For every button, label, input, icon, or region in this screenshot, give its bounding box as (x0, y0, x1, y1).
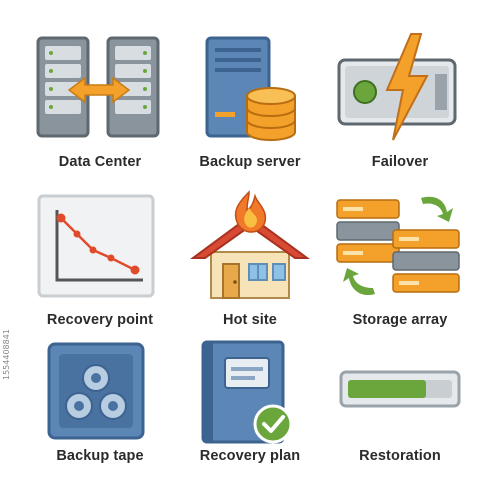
restoration-progress-icon (339, 370, 461, 408)
tile-restoration: Restoration (320, 336, 480, 486)
tile-label: Recovery plan (199, 448, 301, 464)
tile-label: Backup server (199, 154, 301, 170)
tile-label: Failover (371, 154, 429, 170)
tile-label: Backup tape (56, 448, 144, 464)
restoration-progress-fill (348, 380, 426, 398)
tile-label: Hot site (223, 312, 277, 328)
watermark-id: 1554408841 (2, 329, 11, 380)
tile-label: Restoration (359, 448, 441, 464)
tile-data-center: Data Center (20, 28, 180, 178)
tile-label: Storage array (352, 312, 448, 328)
tile-storage-array: Storage array (320, 190, 480, 340)
failover-power-icon (337, 33, 457, 141)
house-on-fire-icon (189, 190, 311, 299)
tile-backup-server: Backup server (170, 28, 330, 178)
server-racks-exchange-icon (36, 36, 160, 138)
backup-tape-icon (47, 342, 145, 440)
recovery-point-chart-icon (37, 194, 155, 298)
tile-label: Data Center (58, 154, 142, 170)
recovery-plan-book-icon (201, 340, 293, 444)
tile-backup-tape: Backup tape (20, 336, 180, 486)
tile-recovery-plan: Recovery plan (170, 336, 330, 486)
tile-failover: Failover (320, 28, 480, 178)
storage-array-sync-icon (336, 196, 460, 296)
backup-server-database-icon (205, 36, 296, 141)
tile-label: Recovery point (46, 312, 154, 328)
tile-recovery-point: Recovery point (20, 190, 180, 340)
tile-hot-site: Hot site (170, 190, 330, 340)
